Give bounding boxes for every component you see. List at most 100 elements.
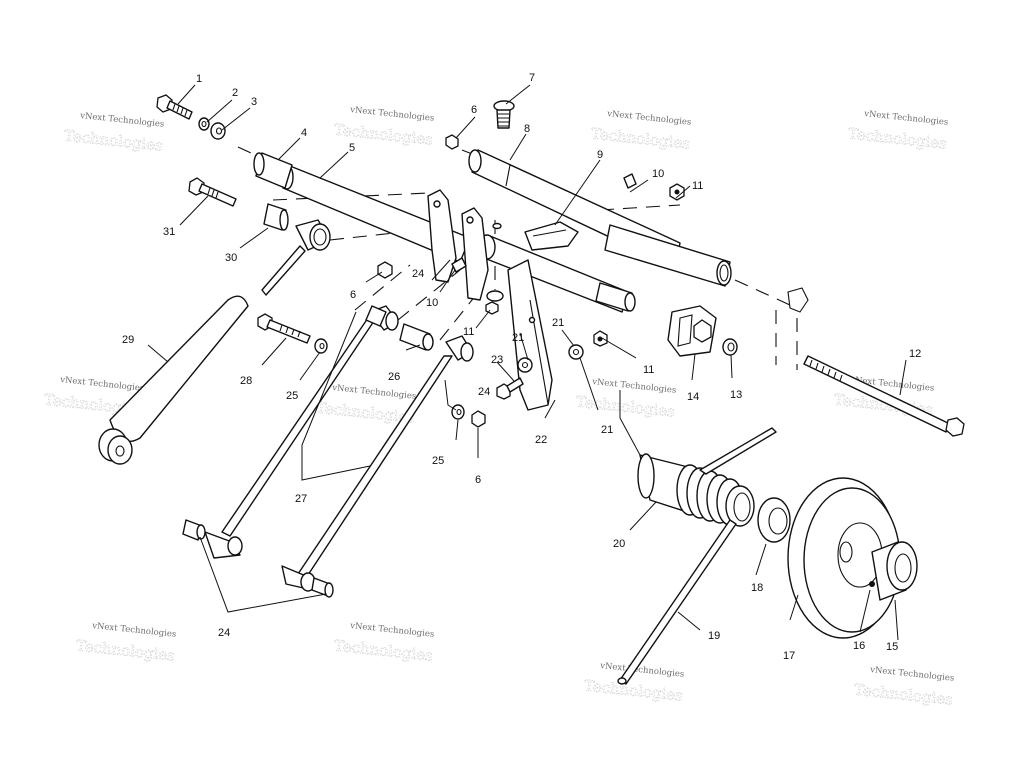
bolt-part-28 [257,313,311,344]
axis-line [237,146,263,159]
svg-text:vNext Technologies: vNext Technologies [599,661,685,680]
rod-end-cap [227,536,243,556]
callout-16: 16 [853,640,865,652]
callout-6: 6 [350,289,356,301]
svg-text:vNext Technologies: vNext Technologies [591,377,677,396]
shock-top-bore [309,223,331,251]
callout-15: 15 [886,641,898,653]
washer-hole [456,408,462,416]
callout-9: 9 [597,149,603,161]
callout-26: 26 [388,371,400,383]
svg-text:vNext Technologies: vNext Technologies [606,109,692,128]
callout-31: 31 [163,226,175,238]
shock-eye-hole [115,445,125,457]
bushing-end [253,152,265,176]
svg-text:vNext Technologies: vNext Technologies [349,621,435,640]
nut-part-6 [471,410,486,428]
callout-6: 6 [475,474,481,486]
arm-tip [617,677,627,685]
core-end [637,453,655,499]
callout-18: 18 [751,582,763,594]
collar-bore [894,553,912,583]
callout-24: 24 [412,268,424,280]
callout-10: 10 [426,297,438,309]
callout-28: 28 [240,375,252,387]
arm-end-bore [719,264,729,282]
fasteners [156,94,965,437]
washer-part-13 [722,338,738,356]
arm-part-22 [507,259,553,411]
callout-1: 1 [196,73,202,85]
spring-arm-upper [699,427,777,475]
callout-6: 6 [471,104,477,116]
shock-eye-front [107,435,133,465]
tube-seam [505,164,511,187]
svg-text:vNext Technologies: vNext Technologies [91,621,177,640]
callout-24: 24 [478,386,490,398]
stub-end [624,292,636,312]
callout-3: 3 [251,96,257,108]
callout-12: 12 [909,348,921,360]
callout-21: 21 [552,317,564,329]
collar-face [886,541,918,591]
svg-text:Technologies: Technologies [853,680,954,708]
shock-absorber-part-29 [98,219,331,465]
svg-text:Technologies: Technologies [590,124,691,152]
shock-top-bore-inner [313,228,327,246]
svg-text:vNext Technologies: vNext Technologies [59,375,145,394]
callout-10: 10 [652,168,664,180]
svg-text:Technologies: Technologies [333,636,434,664]
arm-hole [528,316,536,324]
pin-part-10 [451,257,467,273]
svg-text:Technologies: Technologies [75,636,176,664]
watermark: vNext Technologies Technologies [75,621,177,665]
svg-text:Technologies: Technologies [583,676,684,704]
washer-hole [215,127,223,135]
axis-line [734,279,791,306]
side-plate [427,189,457,283]
washer [486,290,504,302]
bolt-part-7 [493,100,515,129]
washer-hole [572,348,580,356]
axis-line [599,204,681,211]
plate-part-14 [667,305,717,357]
callout-4: 4 [301,127,307,139]
washer-hole [319,342,325,350]
callout-25: 25 [286,390,298,402]
washer-part-21 [517,357,533,373]
callout-11: 11 [643,364,654,376]
nut-part-6 [445,134,459,150]
nut-hole [597,336,603,342]
callout-27: 27 [295,493,307,505]
mount-bracket [787,287,809,313]
watermark: vNext Technologies Technologies [853,665,955,709]
callout-30: 30 [225,252,237,264]
watermark: vNext Technologies Technologies [333,621,435,665]
callout-11: 11 [463,326,474,338]
callout-11: 11 [692,180,703,192]
bolt-part-1 [156,94,193,120]
callout-8: 8 [524,123,530,135]
bushing-part-24 [365,305,387,327]
side-plate [461,207,489,301]
svg-text:Technologies: Technologies [847,124,948,152]
callout-5: 5 [349,142,355,154]
spring-coils [676,464,755,527]
wheel-bore [839,541,853,563]
callout-7: 7 [529,72,535,84]
washer-hole [768,507,788,535]
svg-text:Technologies: Technologies [575,392,676,420]
callout-19: 19 [708,630,720,642]
svg-text:vNext Technologies: vNext Technologies [79,111,165,130]
main-frame [253,149,732,411]
callout-labels: 1 2 3 4 5 6 7 8 9 10 11 31 30 6 24 10 11… [122,72,921,662]
svg-text:vNext Technologies: vNext Technologies [331,383,417,402]
washer-part-25 [451,404,465,420]
bolt-hole [492,222,502,230]
callout-21: 21 [512,332,524,344]
rod-eye-end [385,311,399,331]
callout-17: 17 [783,650,795,662]
bushing-end [324,582,334,598]
callout-2: 2 [232,87,238,99]
